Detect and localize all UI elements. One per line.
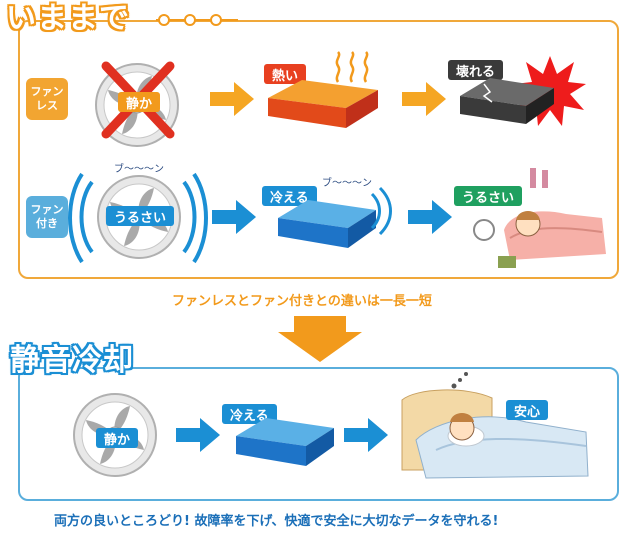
sleeping-person-icon — [401, 372, 589, 479]
arrow-icon — [212, 200, 256, 234]
legacy-title: いままで — [6, 1, 130, 36]
row-label-fanless: ファン レス — [26, 78, 68, 120]
quiet-cooling-panel — [18, 367, 619, 501]
noisy-result-badge: うるさい — [454, 186, 523, 206]
arrow-icon — [176, 418, 220, 452]
arrow-icon — [344, 418, 388, 452]
row-label-with-fan: ファン 付き — [26, 196, 68, 238]
quiet-cool-badge: 冷える — [222, 404, 277, 424]
top-caption: ファンレスとファン付きとの違いは一長一短 — [172, 294, 432, 309]
quiet-cooling-title: 静音冷却 — [10, 343, 134, 378]
safe-badge: 安心 — [506, 400, 549, 420]
bottom-caption: 両方の良いところどり! 故障率を下げ、快適で安全に大切なデータを守れる! — [54, 514, 499, 529]
noise-waves-icon — [370, 186, 392, 236]
hot-device-icon — [268, 80, 378, 128]
cool-device-icon — [278, 200, 376, 248]
noisy-fan-badge: うるさい — [106, 206, 175, 226]
quiet-fan-badge: 静か — [96, 428, 139, 448]
hot-badge: 熱い — [264, 64, 307, 84]
cool-badge: 冷える — [262, 186, 317, 206]
cool-device-icon — [236, 418, 334, 466]
broken-device-icon — [460, 78, 554, 124]
noise-waves-icon — [68, 172, 208, 264]
fan-noise-text: ブ〜〜〜ン — [114, 164, 164, 175]
heat-waves-icon — [335, 51, 369, 83]
arrow-icon — [402, 82, 446, 116]
device-noise-text: ブ〜〜〜ン — [322, 178, 372, 189]
arrow-icon — [408, 200, 452, 234]
fanless-quiet-badge: 静か — [118, 92, 161, 112]
awake-person-icon — [473, 168, 606, 268]
legacy-panel — [18, 20, 619, 279]
broken-badge: 壊れる — [448, 60, 504, 80]
down-arrow-icon — [278, 316, 362, 362]
title-dots-decoration — [156, 14, 238, 26]
arrow-icon — [210, 82, 254, 116]
